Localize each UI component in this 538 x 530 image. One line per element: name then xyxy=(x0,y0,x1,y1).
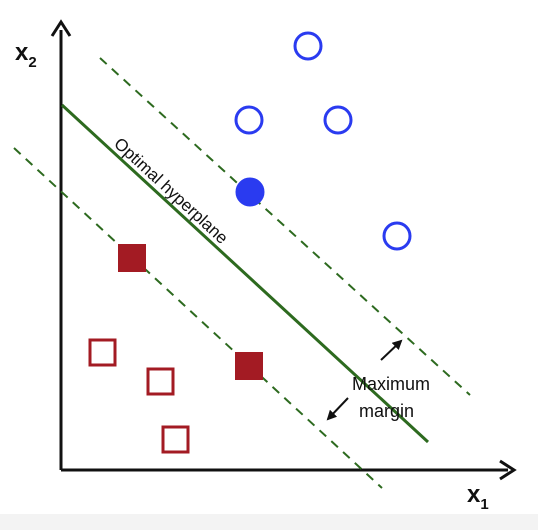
hyperplane-label: Optimal hyperplane xyxy=(110,134,231,248)
y-axis-arrow-icon xyxy=(50,19,72,37)
margin-line-upper xyxy=(99,57,471,396)
open-circle-point xyxy=(293,31,323,61)
support-vector-square xyxy=(235,352,263,380)
open-circle-point xyxy=(234,105,264,135)
bottom-band xyxy=(0,514,538,530)
open-square-point xyxy=(88,338,117,367)
open-square-point xyxy=(146,367,175,396)
x-axis-arrow-icon xyxy=(499,459,517,481)
margin-label-line2: margin xyxy=(359,401,414,421)
support-vector-square xyxy=(118,244,146,272)
y-axis-subscript: 2 xyxy=(28,54,36,71)
margin-label-line1: Maximum xyxy=(352,374,430,394)
open-circle-point xyxy=(323,105,353,135)
margin-arrow-lower xyxy=(326,397,349,421)
margin-line-lower xyxy=(13,147,383,489)
y-axis-label: x2 xyxy=(15,39,37,71)
support-vector-circle xyxy=(235,177,265,207)
open-square-point xyxy=(161,425,190,454)
diagram-canvas: x2 x1 Optimal hyperplane Maximum margin xyxy=(13,19,517,513)
x-axis-subscript: 1 xyxy=(480,496,488,513)
x-axis-label: x1 xyxy=(467,481,489,513)
optimal-hyperplane xyxy=(60,103,430,444)
margin-arrow-upper xyxy=(380,339,403,361)
open-circle-point xyxy=(382,221,412,251)
